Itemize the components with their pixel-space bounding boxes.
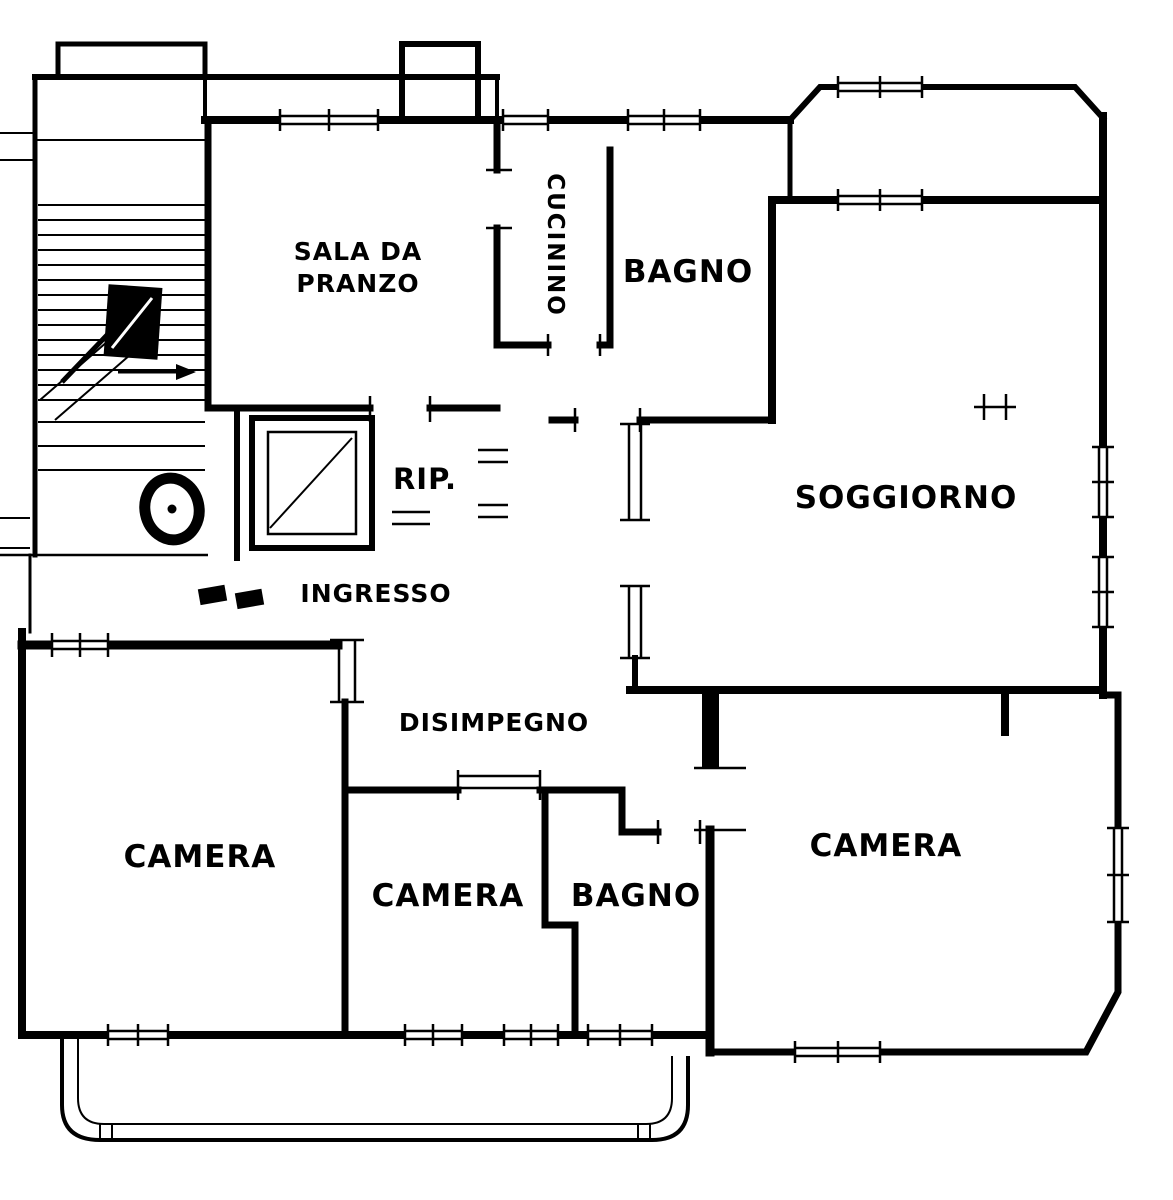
- window-soggiorno-top: [836, 189, 924, 211]
- balcony: [60, 1039, 690, 1142]
- roof-bump-center: [399, 41, 481, 123]
- arrow-head-icon: [176, 364, 196, 380]
- roof-bump-left: [55, 41, 208, 80]
- door-cucinino-left: [486, 168, 512, 230]
- room-label-camera-left: CAMERA: [124, 839, 277, 875]
- window-soggiorno-right-1: [1092, 445, 1114, 519]
- bay-parapet: [785, 84, 1108, 125]
- radiator-symbol: [974, 394, 1016, 420]
- door-sala: [368, 396, 432, 422]
- window-camera-center-south-1: [403, 1024, 464, 1046]
- round-fixture: [139, 472, 205, 546]
- stair-handrail: [60, 332, 110, 384]
- door-bagno-top: [573, 408, 642, 432]
- wall-pillar: [702, 688, 719, 768]
- window-soggiorno-right-2: [1092, 555, 1114, 629]
- glass-partitions: [620, 422, 650, 660]
- room-labels: SALA DA PRANZO CUCININO BAGNO SOGGIORNO …: [124, 173, 1018, 914]
- room-label-sala-line2: PRANZO: [296, 269, 419, 298]
- fixture-dot: [167, 504, 177, 514]
- room-label-soggiorno: SOGGIORNO: [795, 480, 1018, 516]
- window-camera-center-south-2: [502, 1024, 560, 1046]
- door-camera-left: [330, 638, 364, 704]
- door-camera-center: [456, 770, 542, 800]
- room-label-sala-line1: SALA DA: [294, 237, 422, 266]
- door-bagno2: [656, 820, 702, 844]
- room-label-bagno-bottom: BAGNO: [571, 878, 701, 914]
- room-label-camera-right: CAMERA: [810, 828, 963, 864]
- fixtures: [139, 394, 1016, 610]
- right-lower-wall: [706, 691, 1122, 1056]
- room-label-cucinino: CUCININO: [542, 173, 568, 317]
- room-label-bagno-top: BAGNO: [623, 254, 753, 290]
- window-cucinino: [501, 109, 550, 131]
- door-camera-right: [694, 766, 746, 832]
- window-camera-left-south: [106, 1024, 170, 1046]
- window-camera-right-south: [793, 1041, 882, 1063]
- windows: [50, 76, 1129, 1063]
- window-bagno-top: [626, 109, 702, 131]
- bagno2-step-wall: [618, 786, 662, 836]
- doors: [330, 168, 746, 844]
- window-bay-parapet: [836, 76, 924, 98]
- staircase: [0, 132, 208, 557]
- entry-door-hatch: [197, 584, 265, 610]
- window-bagno2-south: [586, 1024, 654, 1046]
- balcony-ticks: [99, 1124, 651, 1140]
- room-label-disimpegno: DISIMPEGNO: [399, 708, 589, 737]
- window-sala: [278, 109, 380, 131]
- room-label-ingresso: INGRESSO: [300, 579, 451, 608]
- lift-diagonal: [269, 437, 353, 529]
- room-label-camera-center: CAMERA: [372, 878, 525, 914]
- camera-bagno-divider: [541, 786, 579, 1039]
- window-camera-left-west: [50, 633, 110, 657]
- door-corridor: [478, 448, 508, 519]
- room-label-rip: RIP.: [393, 462, 457, 496]
- lift-shaft: [249, 415, 375, 551]
- door-cucinino-bottom: [546, 334, 602, 356]
- door-rip: [392, 510, 430, 526]
- window-camera-right-east: [1107, 826, 1129, 924]
